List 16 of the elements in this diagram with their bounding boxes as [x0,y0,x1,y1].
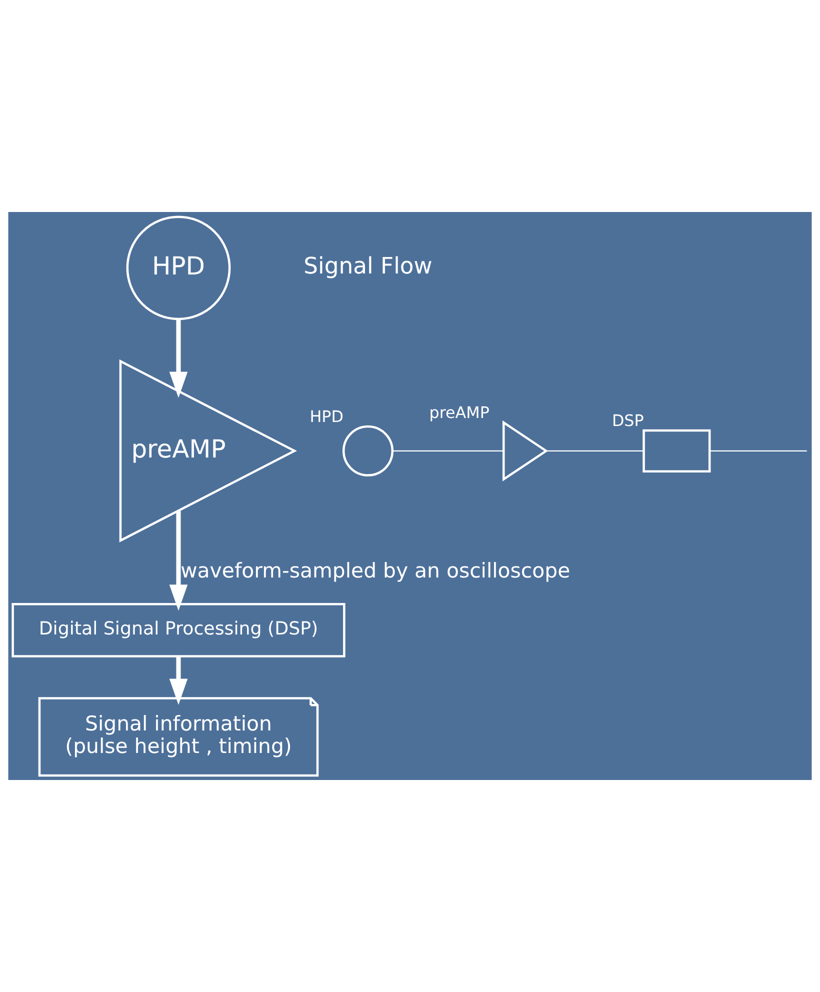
connector [710,450,807,452]
label: Signal Flow [304,254,432,280]
node-label: DSP [612,411,644,430]
node-triangle [502,420,548,482]
node-box: Digital Signal Processing (DSP) [12,602,346,658]
node-circle [342,425,394,476]
connector [546,450,644,452]
arrow [169,656,188,705]
arrow [169,510,188,611]
node-box [642,429,711,472]
edge-label: waveform-sampled by an oscilloscope [180,558,570,582]
connector [392,450,504,452]
arrow [169,319,188,398]
node-circle: HPD [126,216,231,320]
node-label: preAMP [429,403,490,422]
node-label: HPD [310,407,344,426]
